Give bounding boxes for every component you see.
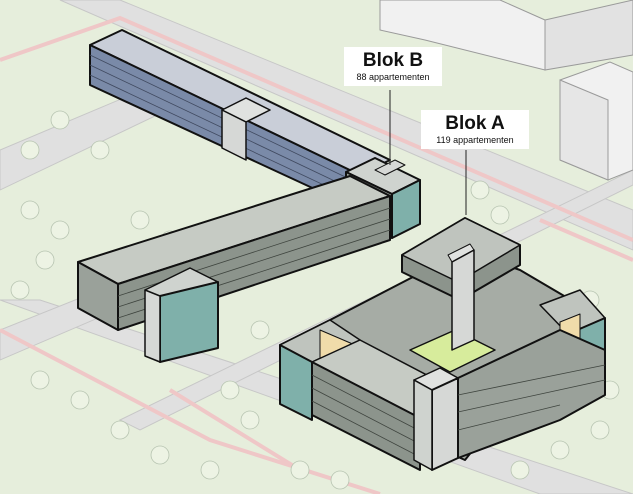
blok-b-title: Blok B — [362, 50, 424, 71]
blok-a-subtitle: 119 appartementen — [436, 135, 514, 145]
blok-b-label: Blok B 88 appartementen — [344, 47, 442, 86]
blok-a-label: Blok A 119 appartementen — [421, 110, 529, 149]
leader-lines — [389, 90, 467, 215]
paths — [0, 15, 633, 494]
blok-a-title: Blok A — [445, 113, 505, 134]
blok-b-subtitle: 88 appartementen — [356, 72, 430, 82]
context-buildings — [379, 0, 633, 181]
blok-a-building — [279, 217, 606, 471]
trees — [10, 110, 620, 490]
blok-b-building — [77, 29, 421, 363]
